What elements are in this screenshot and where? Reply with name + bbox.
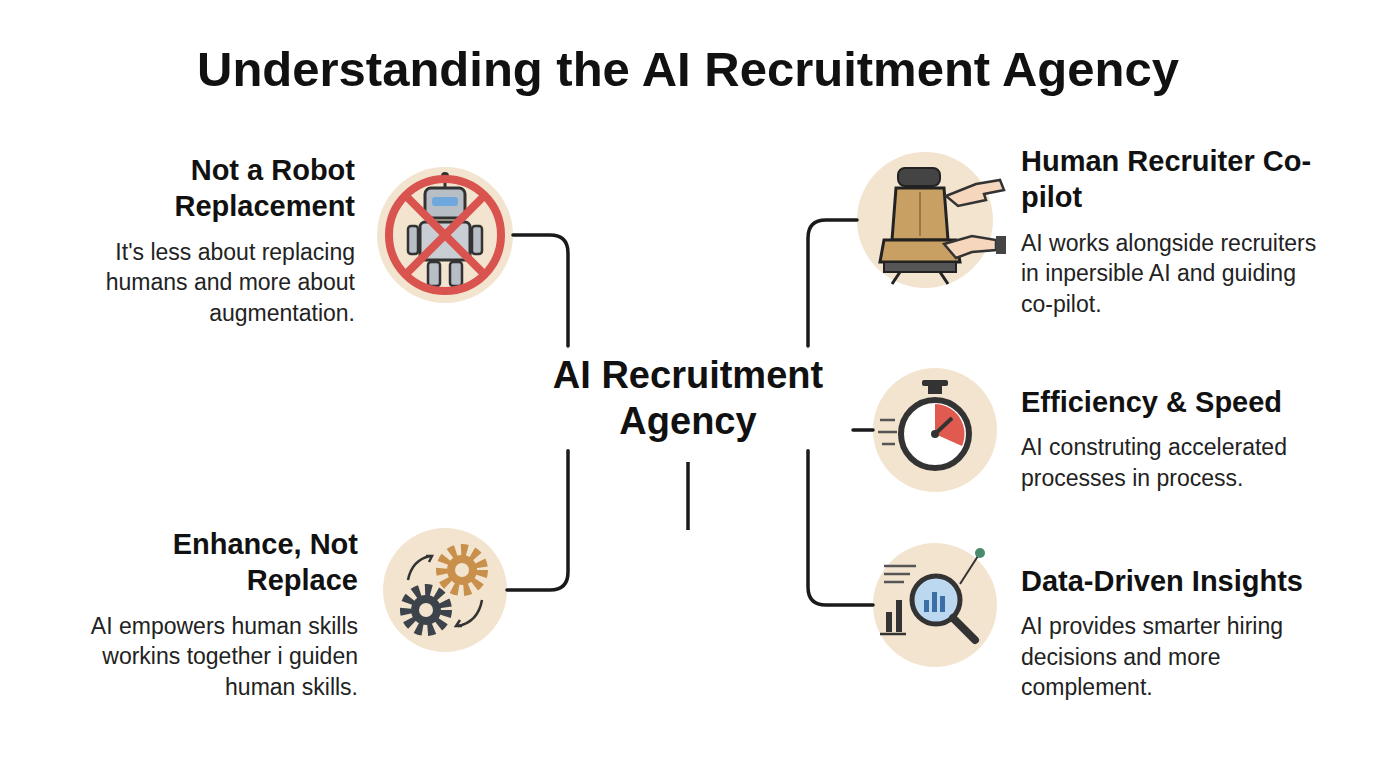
icon-circle-node: Not a Robot ReplacementIt's less about r… [377,167,513,303]
central-label: AI Recruitment Agency [533,352,843,445]
item-heading: Data-Driven Insights [1021,563,1351,599]
connector-line [808,220,857,346]
item-body: AI empowers human skills workins togethe… [58,611,358,703]
item-text-group: Efficiency & Speed AI construting acceler… [1021,384,1351,493]
item-text-group: Human Recruiter Co-pilot AI works alongsi… [1021,143,1361,319]
item-heading: Not a Robot Replacement [105,152,355,225]
icon-circle-node: Data-Driven InsightsAI provides smarter … [873,543,997,667]
seat-icon [857,152,1006,288]
icon-circle-node: Efficiency & SpeedAI construting acceler… [873,368,997,492]
central-topic: AI Recruitment Agency [523,346,853,451]
connector-line [513,235,568,346]
item-body: It's less about replacing humans and mor… [55,237,355,329]
gears-icon [383,528,507,652]
item-body: AI construting accelerated processes in … [1021,432,1341,493]
connector-line [853,428,873,432]
item-body: AI provides smarter hiring decisions and… [1021,611,1321,703]
connector-line [507,451,568,590]
stopwatch-icon [873,368,997,492]
item-body: AI works alongside recruiters in inpersi… [1021,228,1321,320]
diagram-title: Understanding the AI Recruitment Agency [0,40,1376,99]
analytics-icon [873,543,997,667]
item-heading: Enhance, Not Replace [138,526,358,599]
item-text-group: Enhance, Not Replace AI empowers human sk… [38,526,358,702]
stray-line [686,462,690,530]
item-text-group: Not a Robot ReplacementIt's less about r… [55,152,355,328]
robot-icon [377,167,513,303]
item-heading: Human Recruiter Co-pilot [1021,143,1361,216]
icon-circle-node: Human Recruiter Co-pilotAI works alongsi… [857,152,993,288]
item-heading: Efficiency & Speed [1021,384,1351,420]
icon-circle-node: Enhance, Not ReplaceAI empowers human sk… [383,528,507,652]
item-text-group: Data-Driven Insights AI provides smarter … [1021,563,1351,703]
connector-line [808,451,873,605]
